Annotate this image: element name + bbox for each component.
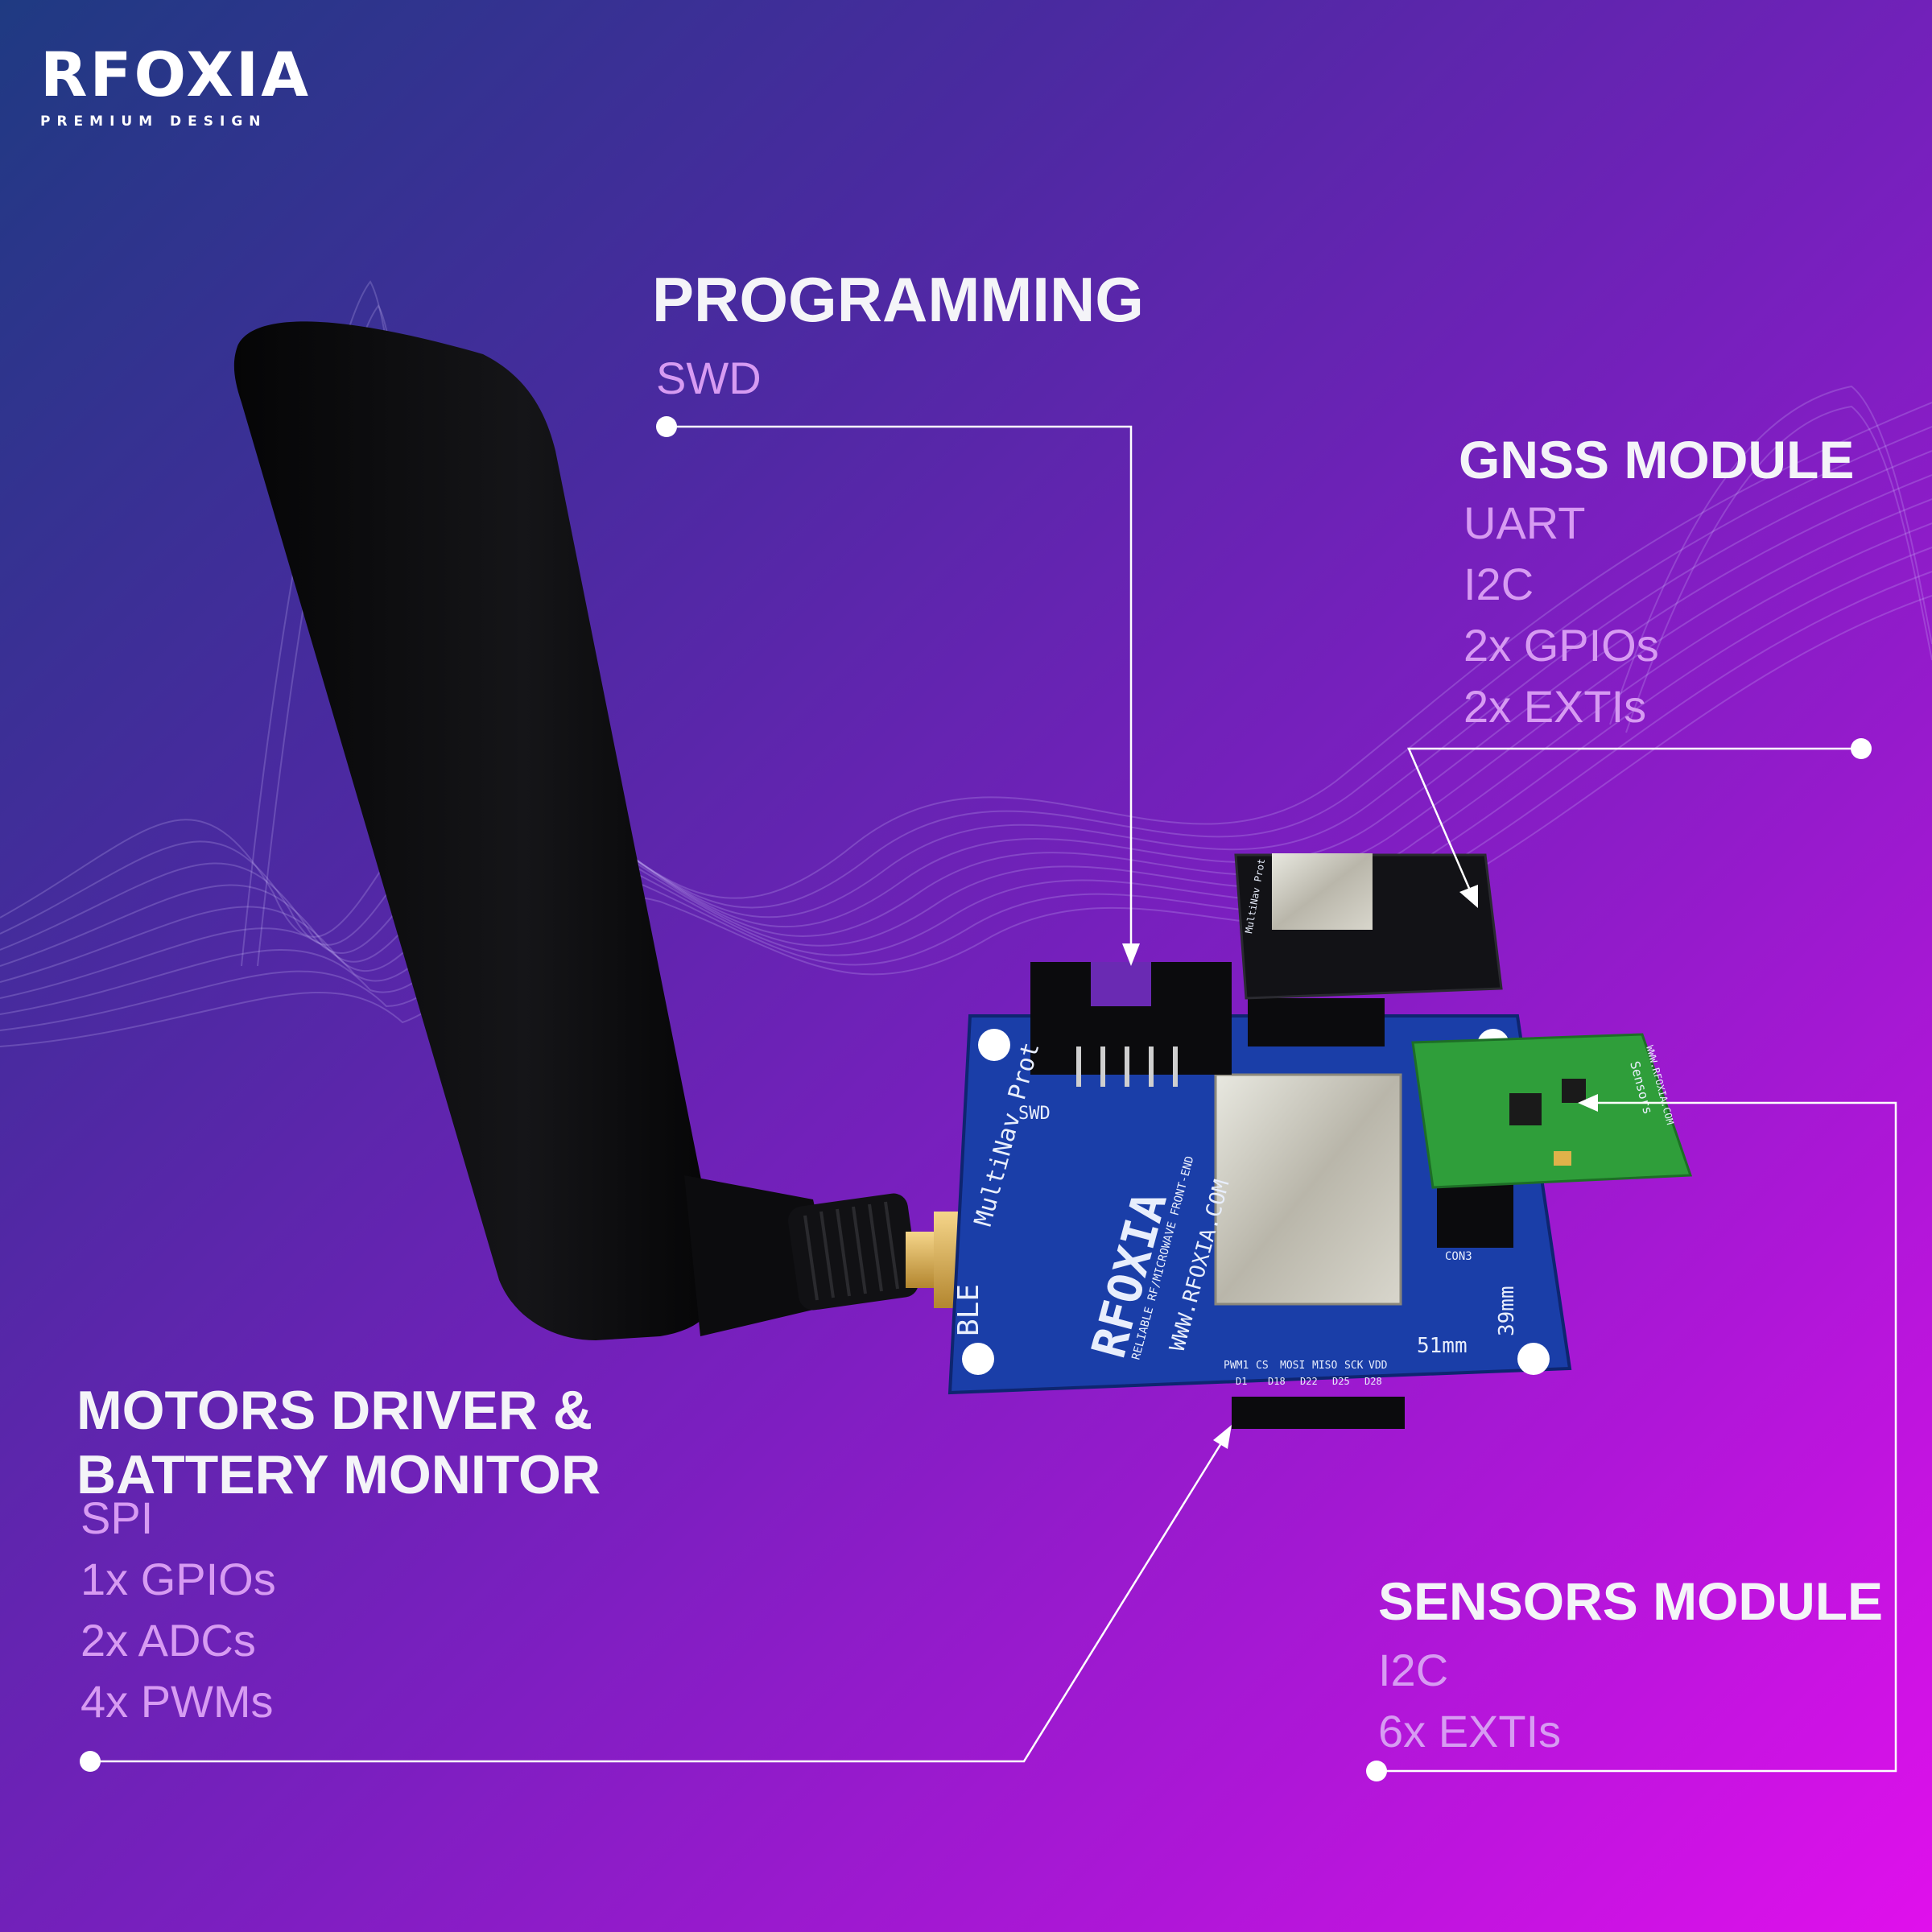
callout-motors-line bbox=[80, 1425, 1232, 1772]
gnss-items: UART I2C 2x GPIOs 2x EXTIs bbox=[1463, 493, 1659, 737]
motors-item-adcs: 2x ADCs bbox=[80, 1615, 256, 1666]
brand-logo: RFOXIA PREMIUM DESIGN bbox=[40, 44, 311, 130]
pin-id-d22: D22 bbox=[1300, 1376, 1318, 1387]
pin-id-d25: D25 bbox=[1332, 1376, 1350, 1387]
gnss-item-i2c: I2C bbox=[1463, 559, 1534, 609]
antenna bbox=[233, 321, 919, 1340]
board-dim-width: 51mm bbox=[1417, 1334, 1468, 1358]
sensors-item-extis: 6x EXTIs bbox=[1378, 1706, 1562, 1757]
sensors-title: SENSORS MODULE bbox=[1378, 1571, 1884, 1631]
programming-title: PROGRAMMING bbox=[652, 264, 1144, 335]
gnss-module: MultiNav Prot bbox=[1234, 853, 1503, 1046]
pin-label-sck: SCK bbox=[1344, 1360, 1364, 1372]
callout-gnss-line bbox=[1407, 738, 1872, 908]
sensors-item-i2c: I2C bbox=[1378, 1645, 1449, 1695]
pin-label-miso: MISO bbox=[1312, 1360, 1337, 1372]
pin-id-d1: D1 bbox=[1236, 1376, 1247, 1387]
logo-tagline: PREMIUM DESIGN bbox=[40, 114, 267, 130]
gnss-item-extis: 2x EXTIs bbox=[1463, 681, 1647, 732]
pin-label-mosi: MOSI bbox=[1280, 1360, 1305, 1372]
logo-wordmark: RFOXIA bbox=[40, 39, 312, 110]
motors-item-spi: SPI bbox=[80, 1492, 154, 1543]
gnss-title: GNSS MODULE bbox=[1459, 430, 1855, 489]
board-ble-label: BLE bbox=[952, 1284, 985, 1336]
pin-label-pwm1: PWM1 bbox=[1224, 1360, 1249, 1372]
sma-connector bbox=[906, 1212, 1006, 1308]
pin-id-d18: D18 bbox=[1268, 1376, 1286, 1387]
gnss-item-uart: UART bbox=[1463, 497, 1586, 548]
motors-items: SPI 1x GPIOs 2x ADCs 4x PWMs bbox=[80, 1488, 276, 1732]
callout-programming-line bbox=[656, 416, 1140, 966]
motors-title-line2: BATTERY MONITOR bbox=[76, 1444, 601, 1505]
programming-item-swd: SWD bbox=[656, 353, 762, 403]
sensors-module: WWW.RFOXIA.COM Sensors bbox=[1411, 1033, 1693, 1248]
board-dim-height: 39mm bbox=[1495, 1286, 1519, 1336]
motors-title-line1: MOTORS DRIVER & bbox=[76, 1380, 593, 1441]
motors-title: MOTORS DRIVER & BATTERY MONITOR bbox=[76, 1378, 601, 1507]
sensors-items: I2C 6x EXTIs bbox=[1378, 1640, 1561, 1762]
gnss-item-gpios: 2x GPIOs bbox=[1463, 620, 1659, 671]
pin-label-cs: CS bbox=[1256, 1360, 1269, 1372]
pin-label-vdd: VDD bbox=[1368, 1360, 1388, 1372]
main-pcb: SWD BLE MultiNav Prot RFOXIA RELIABLE RF… bbox=[947, 962, 1572, 1429]
programming-items: SWD bbox=[656, 348, 762, 409]
board-swd-label: SWD bbox=[1018, 1104, 1051, 1124]
pin-id-d28: D28 bbox=[1364, 1376, 1382, 1387]
board-con-label: CON3 bbox=[1445, 1250, 1472, 1263]
callout-sensors-line bbox=[1366, 1094, 1897, 1781]
motors-item-pwms: 4x PWMs bbox=[80, 1676, 274, 1727]
motors-item-gpios: 1x GPIOs bbox=[80, 1554, 276, 1604]
